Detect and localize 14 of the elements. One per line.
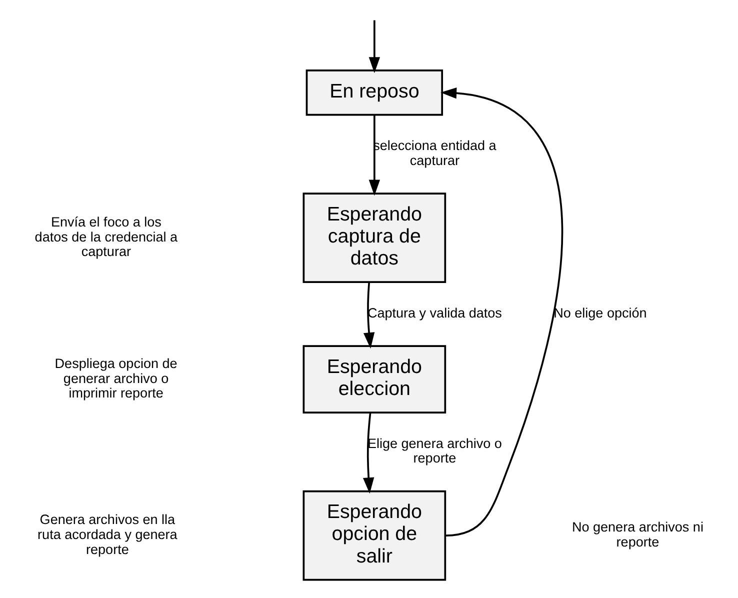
label: No genera archivos ni reporte (571, 519, 703, 549)
arrow (362, 282, 374, 348)
node-box: Esperando opcion de salir (302, 490, 446, 580)
node-box: En reposo (305, 69, 443, 116)
label: Envía el foco a los datos de la credencial a capturar (34, 214, 178, 259)
node-box: Esperando eleccion (302, 344, 446, 413)
arrow (440, 86, 563, 536)
arrow (368, 114, 380, 196)
label: Despliega opcion de generar archivo o imprimir reporte (54, 355, 177, 400)
arrow (362, 412, 374, 494)
label: Genera archivos en lla ruta acordada y genera reporte (37, 512, 177, 556)
edge-label: No elige opción (553, 305, 646, 320)
node-box: Esperando captura de datos (302, 192, 446, 283)
arrow (368, 20, 380, 73)
